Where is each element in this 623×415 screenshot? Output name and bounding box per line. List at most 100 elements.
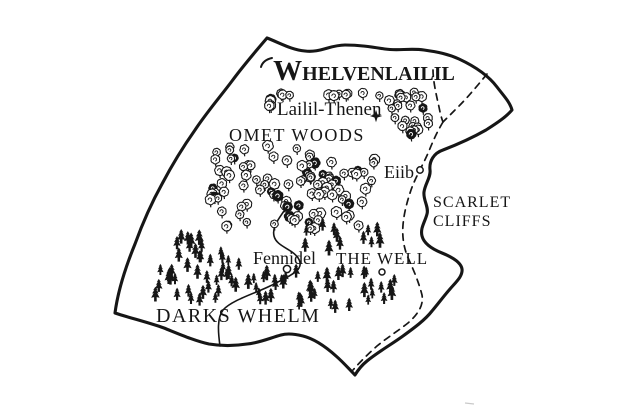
label-eiib: Eiib: [384, 162, 414, 182]
deciduous-tree-icon: [359, 182, 372, 197]
deciduous-tree-icon: [418, 103, 428, 115]
deciduous-tree-icon: [252, 175, 261, 187]
conifer-tree-icon: [196, 250, 204, 263]
deciduous-tree-icon: [292, 144, 302, 155]
marker-layer: [282, 109, 424, 276]
deciduous-tree-icon: [339, 168, 349, 181]
conifer-tree-icon: [256, 292, 264, 305]
deciduous-tree-icon: [383, 95, 395, 109]
deciduous-tree-icon: [305, 223, 315, 236]
deciduous-tree-icon: [210, 154, 221, 167]
deciduous-tree-icon: [326, 189, 338, 203]
conifer-tree-icon: [157, 263, 164, 276]
conifer-tree-icon: [279, 274, 288, 289]
deciduous-tree-icon: [235, 209, 245, 222]
deciduous-tree-icon: [242, 217, 252, 229]
conifer-tree-icon: [217, 246, 225, 258]
conifer-tree-icon: [367, 277, 375, 290]
deciduous-tree-icon: [277, 89, 288, 103]
conifer-tree-icon: [243, 273, 253, 289]
label-fennidel: Fennidel: [253, 248, 316, 268]
conifer-tree-icon: [364, 224, 372, 236]
deciduous-tree-icon: [238, 180, 249, 193]
conifer-tree-icon: [307, 280, 316, 296]
deciduous-tree-icon: [423, 118, 433, 131]
conifer-tree-icon: [322, 266, 332, 283]
conifer-tree-icon: [255, 287, 262, 298]
deciduous-tree-icon: [264, 100, 275, 114]
deciduous-tree-icon: [341, 211, 352, 225]
conifer-tree-icon: [272, 277, 280, 290]
conifer-tree-icon: [390, 274, 398, 286]
conifer-tree-icon: [173, 287, 181, 301]
conifer-tree-icon: [166, 270, 175, 285]
conifer-tree-icon: [261, 290, 270, 305]
conifer-tree-icon: [377, 281, 385, 293]
conifer-tree-icon: [323, 277, 332, 292]
conifer-tree-icon: [219, 261, 227, 273]
deciduous-tree-icon: [357, 87, 369, 101]
conifer-tree-icon: [327, 297, 334, 309]
conifer-tree-icon: [183, 231, 192, 245]
conifer-tree-icon: [187, 292, 195, 304]
conifer-tree-icon: [369, 287, 376, 299]
deciduous-tree-icon: [337, 195, 347, 207]
conifer-tree-icon: [206, 253, 214, 267]
conifer-tree-icon: [191, 243, 200, 258]
conifer-tree-icon: [360, 282, 369, 298]
deciduous-tree-icon: [293, 200, 304, 213]
label-lailil-thenen: Lailil-Thenen: [277, 99, 382, 120]
deciduous-tree-icon: [369, 158, 379, 170]
conifer-tree-icon: [250, 272, 257, 284]
conifer-tree-icon: [282, 271, 289, 282]
deciduous-tree-icon: [223, 169, 236, 184]
conifer-tree-icon: [296, 299, 302, 310]
trail-dashed-path: [352, 121, 444, 371]
conifer-tree-icon: [218, 250, 226, 263]
fennidel-circle-marker: [282, 264, 292, 274]
conifer-tree-icon: [183, 257, 192, 272]
deciduous-tree-icon: [285, 90, 294, 102]
conifer-tree-icon: [212, 292, 219, 303]
trail-branch-west: [432, 69, 444, 123]
deciduous-tree-icon: [387, 104, 397, 115]
pen-tick-mark: [260, 57, 273, 68]
conifer-tree-icon: [195, 292, 204, 306]
conifer-tree-icon: [214, 284, 222, 297]
conifer-tree-icon: [197, 238, 206, 252]
conifer-tree-icon: [213, 274, 220, 286]
conifer-tree-icon: [204, 280, 212, 293]
conifer-tree-icon: [330, 222, 338, 236]
conifer-tree-icon: [386, 278, 395, 294]
label-scarlet-line2: CLIFFS: [433, 213, 492, 230]
deciduous-tree-icon: [313, 188, 325, 202]
conifer-tree-icon: [171, 272, 179, 285]
conifer-tree-icon: [318, 217, 327, 231]
deciduous-tree-icon: [272, 189, 284, 204]
forest-layer: [151, 87, 433, 313]
conifer-tree-icon: [224, 264, 233, 280]
conifer-tree-icon: [380, 292, 388, 304]
deciduous-tree-icon: [328, 90, 340, 104]
territory-border: [113, 36, 514, 377]
deciduous-tree-icon: [239, 144, 250, 157]
conifer-tree-icon: [301, 237, 310, 252]
conifer-tree-icon: [359, 230, 368, 244]
deciduous-tree-icon: [366, 176, 377, 188]
deciduous-tree-icon: [406, 129, 417, 142]
deciduous-tree-icon: [306, 173, 316, 184]
conifer-tree-icon: [297, 294, 305, 307]
river-path: [217, 210, 301, 347]
deciduous-tree-icon: [270, 219, 279, 231]
conifer-tree-icon: [345, 297, 354, 312]
conifer-tree-icon: [235, 257, 243, 270]
conifer-tree-icon: [184, 283, 193, 297]
deciduous-tree-icon: [283, 179, 294, 192]
conifer-tree-icon: [368, 236, 375, 248]
deciduous-tree-icon: [353, 220, 364, 233]
deciduous-tree-icon: [341, 89, 351, 102]
label-the-well: THE WELL: [336, 249, 429, 268]
conifer-tree-icon: [223, 268, 230, 280]
deciduous-tree-icon: [216, 206, 227, 219]
conifer-tree-icon: [332, 227, 341, 242]
